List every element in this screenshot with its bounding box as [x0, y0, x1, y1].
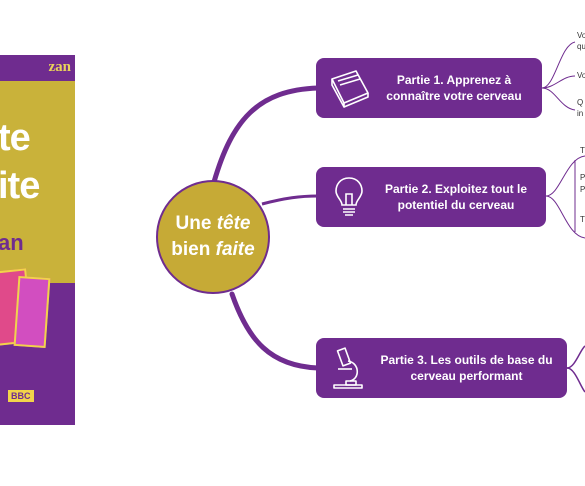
- part-3-label: Partie 3. Les outils de base du cerveau …: [380, 353, 553, 383]
- sub-line: [566, 345, 585, 369]
- sub-line: [566, 367, 585, 393]
- cover-author: zan: [48, 59, 72, 75]
- book-icon: [331, 70, 369, 108]
- cover-title-line-3: an: [0, 230, 24, 255]
- branch-line-1: [211, 85, 321, 185]
- microscope-icon: [333, 347, 363, 389]
- cover-top-band: [0, 55, 75, 81]
- part-2-label: Partie 2. Exploitez tout le potentiel du…: [384, 182, 528, 212]
- cover-title-line-2: ite: [0, 165, 40, 207]
- leaf-text: Vo: [577, 71, 585, 80]
- sub-line: [545, 155, 585, 197]
- sub-line: [541, 87, 576, 111]
- center-word-italic: faite: [215, 239, 255, 260]
- part-3-node[interactable]: Partie 3. Les outils de base du cerveau …: [316, 338, 567, 398]
- sub-line: [545, 195, 585, 239]
- cover-publisher: BBC: [8, 390, 34, 402]
- part-1-label: Partie 1. Apprenez à connaître votre cer…: [386, 73, 522, 103]
- sub-line: [541, 75, 576, 89]
- leaf-text: qu: [577, 42, 585, 51]
- book-cover: zan te ite an BBC: [0, 55, 75, 425]
- center-word-italic: tête: [216, 213, 251, 234]
- leaf-text: Vo: [577, 31, 585, 40]
- leaf-text: Q: [577, 98, 584, 107]
- center-word: bien: [171, 239, 216, 260]
- branch-line-2: [261, 194, 319, 206]
- part-1-node[interactable]: Partie 1. Apprenez à connaître votre cer…: [316, 58, 542, 118]
- leaf-text: T: [580, 146, 585, 155]
- leaf-text: P: [580, 185, 585, 194]
- leaf-text: in: [577, 109, 584, 118]
- lightbulb-icon: [335, 177, 363, 216]
- leaf-text: P: [580, 173, 585, 182]
- center-word: Une: [175, 213, 217, 234]
- sub-line: [541, 41, 576, 89]
- branch-line-3: [229, 291, 321, 371]
- cover-title-line-1: te: [0, 117, 31, 159]
- leaf-text: T: [580, 215, 585, 224]
- part-2-node[interactable]: Partie 2. Exploitez tout le potentiel du…: [316, 167, 546, 227]
- central-node: Une tête bien faite: [156, 180, 270, 294]
